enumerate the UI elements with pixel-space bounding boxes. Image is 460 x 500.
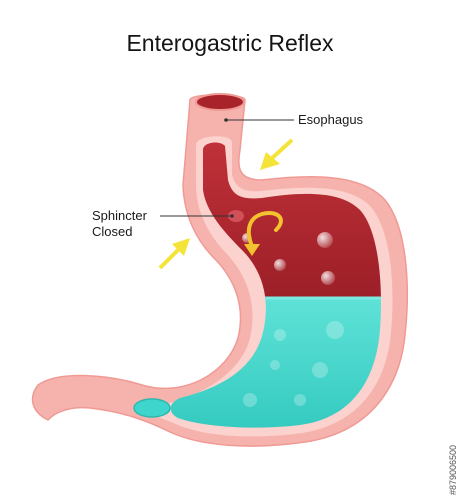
bubble (243, 393, 257, 407)
bubble (270, 360, 280, 370)
sphincter-label-line1: Sphincter (92, 208, 148, 223)
bubble (326, 321, 344, 339)
bubble (317, 232, 333, 248)
pressure-arrow-upper (260, 138, 294, 170)
sphincter-leader-dot (230, 214, 234, 218)
stock-id-watermark: #879006500 (448, 445, 458, 495)
bubble (274, 259, 286, 271)
esophagus-label: Esophagus (298, 112, 364, 127)
bubble (274, 329, 286, 341)
pyloric-sphincter (133, 398, 171, 418)
sphincter-closed-point (228, 210, 244, 222)
sphincter-label-line2: Closed (92, 224, 132, 239)
esophagus-leader-dot (224, 118, 228, 122)
reflux-curl-arrowhead (244, 244, 260, 256)
diagram-title: Enterogastric Reflex (126, 30, 334, 56)
esophagus-opening (195, 93, 245, 111)
bubble (321, 271, 335, 285)
pressure-arrow-lower (158, 238, 190, 270)
reflux-curl-arrow (246, 211, 283, 248)
bubble (294, 394, 306, 406)
bubble (312, 362, 328, 378)
